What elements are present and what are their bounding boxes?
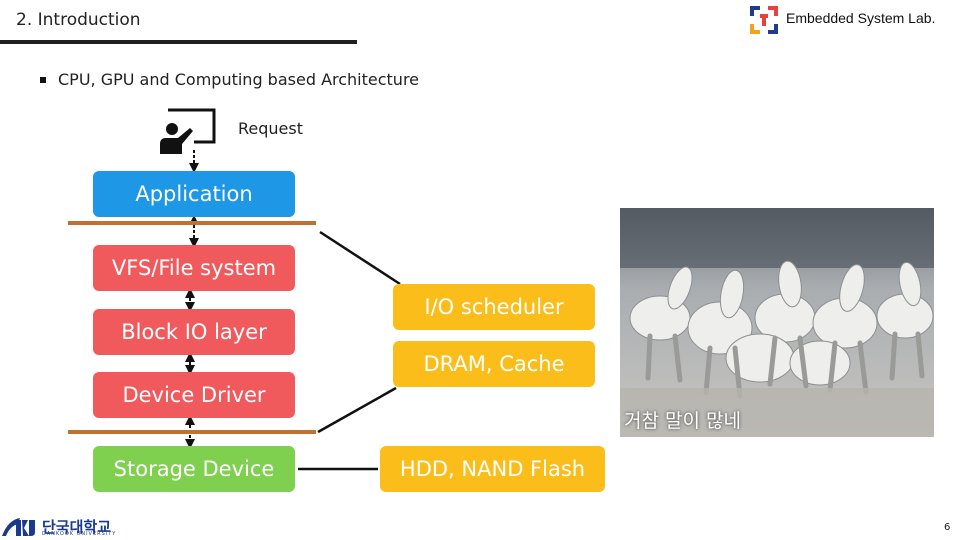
storage-device-layer: Storage Device xyxy=(93,446,295,492)
bullet-square-icon xyxy=(40,76,46,83)
user-kernel-boundary xyxy=(68,221,316,225)
university-name: 단국대학교 xyxy=(42,518,112,536)
section-title: 2. Introduction xyxy=(16,10,141,30)
university-subtitle: DANKOOK UNIVERSITY xyxy=(42,531,117,537)
kernel-top-connector xyxy=(319,230,401,286)
io-scheduler-box: I/O scheduler xyxy=(393,284,595,330)
photo-caption: 거참 말이 많네 xyxy=(624,410,741,432)
page-number: 6 xyxy=(944,522,951,533)
bullet-item: CPU, GPU and Computing based Architectur… xyxy=(40,70,419,89)
request-label: Request xyxy=(238,119,303,138)
hdd-nand-box: HDD, NAND Flash xyxy=(380,446,605,492)
kernel-bottom-connector xyxy=(317,386,397,434)
horses-photo xyxy=(620,208,934,437)
block-io-layer: Block IO layer xyxy=(93,309,295,355)
application-layer: Application xyxy=(93,171,295,217)
presenter-board-icon xyxy=(160,108,216,154)
lab-name: Embedded System Lab. xyxy=(786,10,936,26)
bullet-text: CPU, GPU and Computing based Architectur… xyxy=(58,70,420,89)
title-underline xyxy=(0,40,357,44)
dram-cache-box: DRAM, Cache xyxy=(393,341,595,387)
lab-logo-icon xyxy=(750,6,778,34)
vfs-layer: VFS/File system xyxy=(93,245,295,291)
university-logo-icon xyxy=(2,518,35,536)
kernel-hardware-boundary xyxy=(68,430,316,434)
device-driver-layer: Device Driver xyxy=(93,372,295,418)
